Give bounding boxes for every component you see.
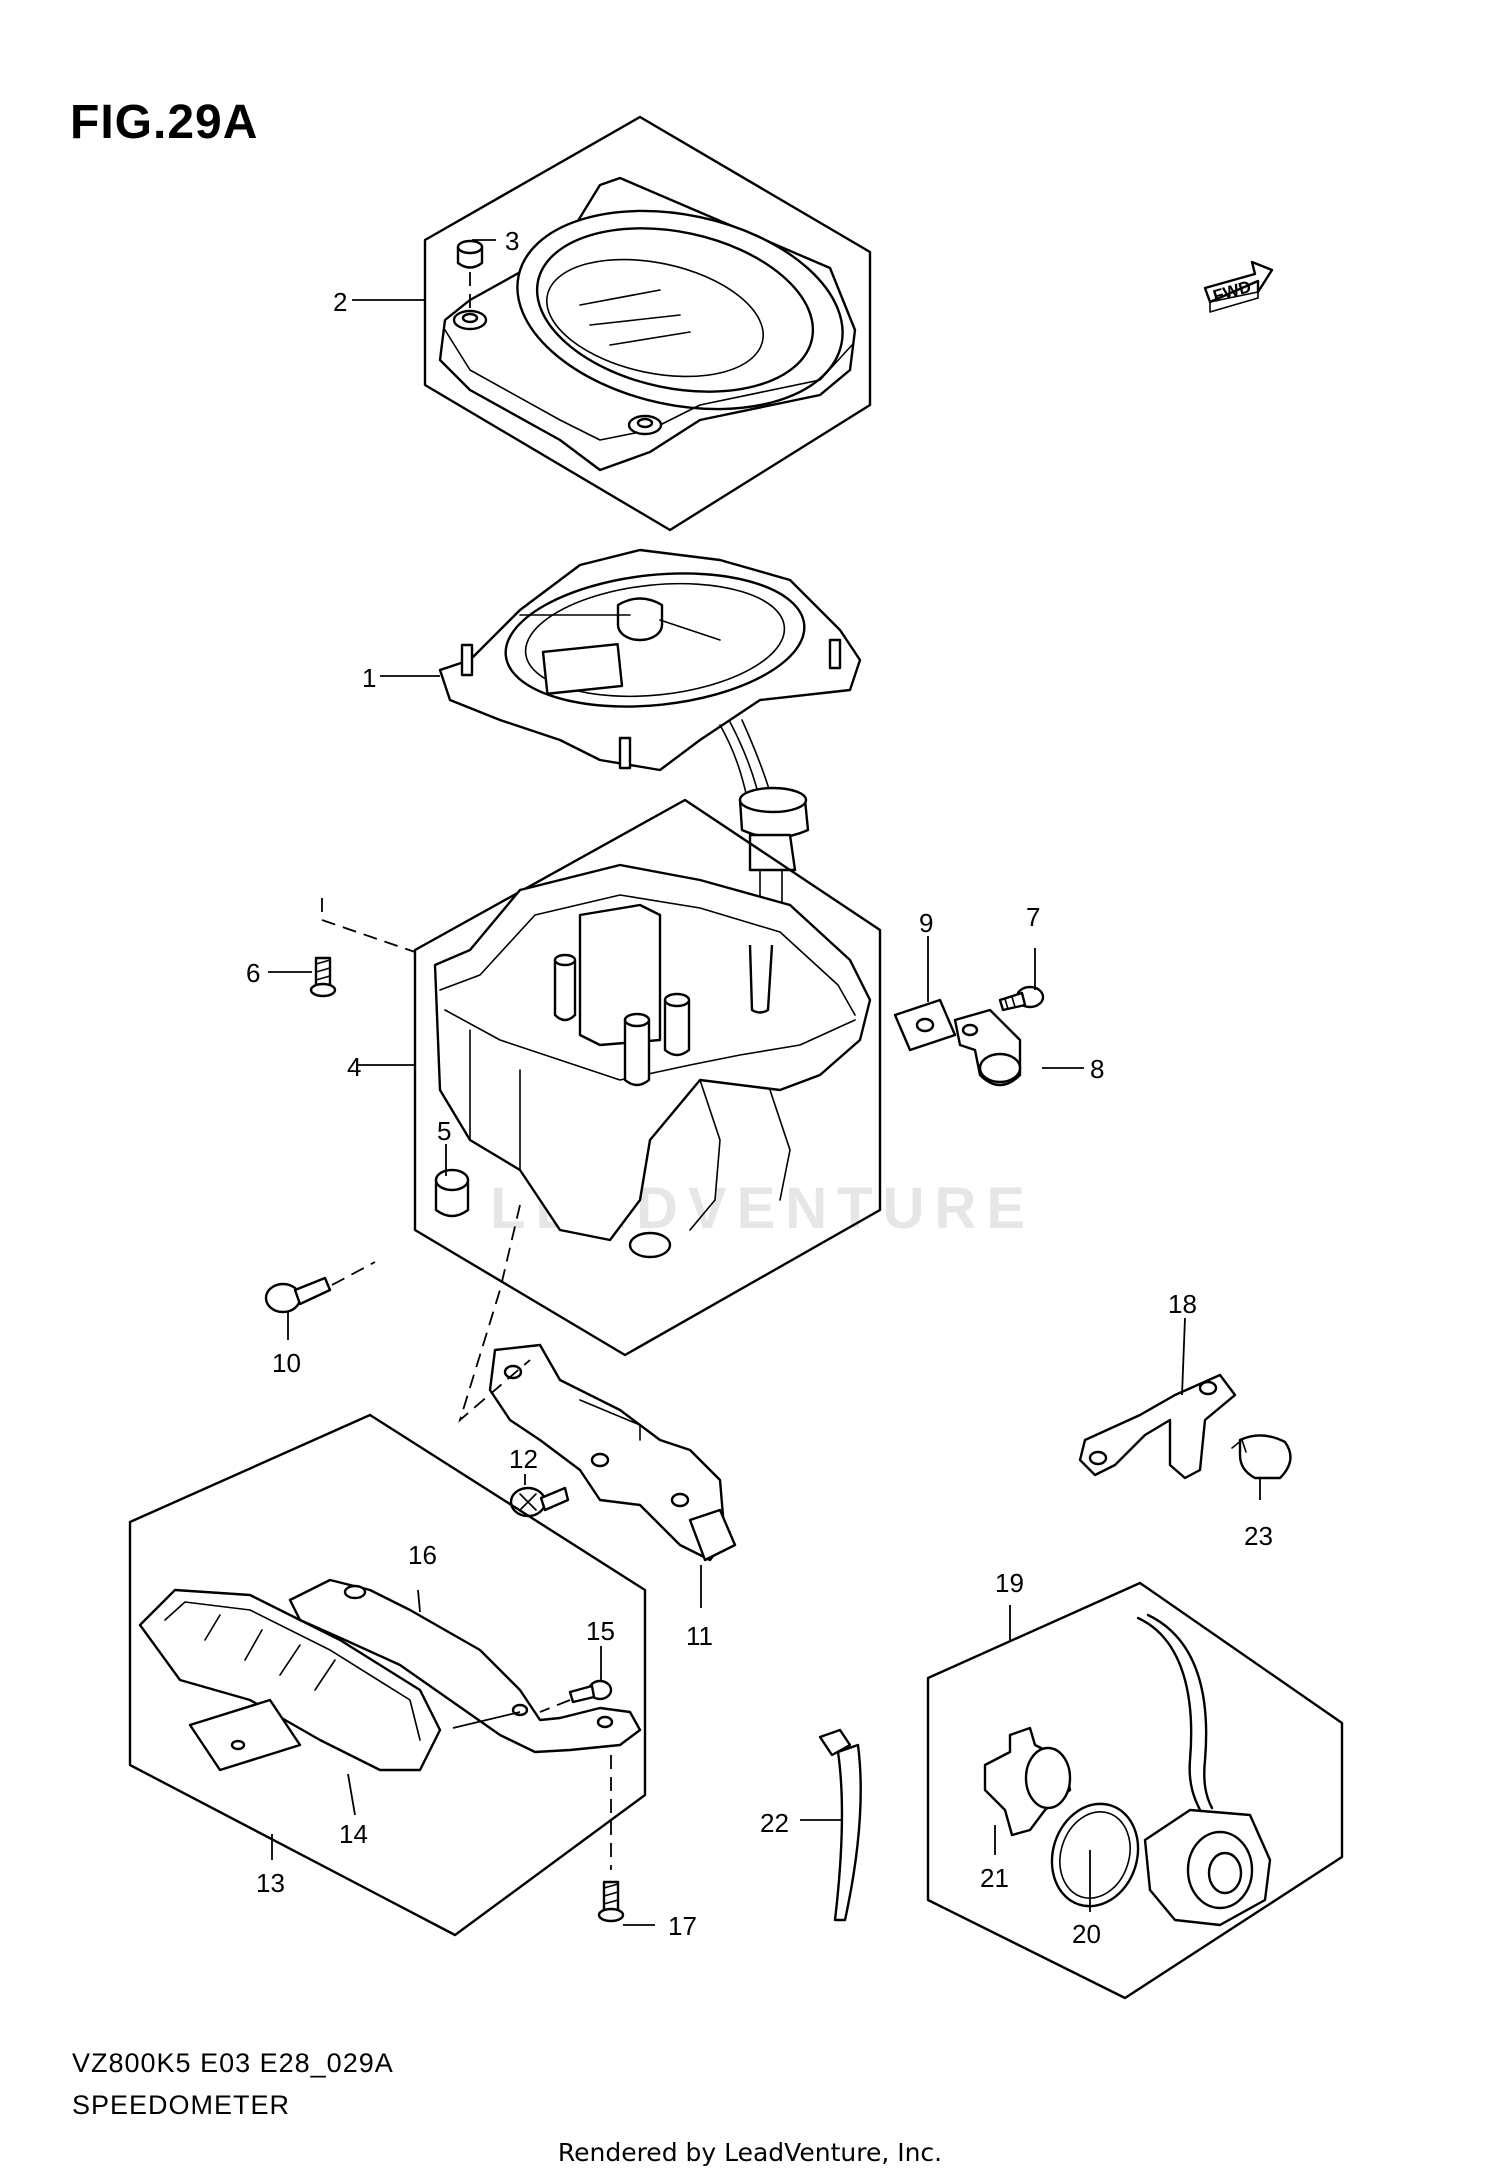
- model-code: VZ800K5 E03 E28_029A: [72, 2048, 394, 2078]
- footer-credit: Rendered by LeadVenture, Inc.: [557, 2138, 943, 2167]
- callout-23: 23: [1244, 1521, 1273, 1551]
- group-frame-indicator: [128, 1413, 647, 1937]
- part-10-screw: [264, 1261, 376, 1314]
- part-4-meter-case: [433, 863, 872, 1259]
- part-16-indicator-plate: [288, 1578, 642, 1754]
- callout-12: 12: [509, 1444, 538, 1474]
- part-20-o-ring: [1050, 1802, 1140, 1908]
- callout-20: 20: [1072, 1919, 1101, 1949]
- callout-15: 15: [586, 1616, 615, 1646]
- part-9-clip: [893, 998, 957, 1052]
- part-8-clamp: [953, 1008, 1022, 1087]
- group-frame-sensor: [926, 1581, 1344, 2000]
- figure-title: FIG.29A: [70, 96, 259, 149]
- group-frame-case: [413, 798, 882, 1357]
- callout-2: 2: [333, 287, 347, 317]
- part-14-indicator-lens: [138, 1588, 442, 1772]
- part-12-bolt: [509, 1486, 570, 1518]
- callout-16: 16: [408, 1540, 437, 1570]
- callout-19: 19: [995, 1568, 1024, 1598]
- part-1-meter-assembly: [438, 548, 862, 967]
- callout-13: 13: [256, 1868, 285, 1898]
- callout-5: 5: [437, 1116, 451, 1146]
- figure-name: SPEEDOMETER: [72, 2090, 291, 2120]
- part-6-screw: [309, 898, 416, 998]
- callout-1: 1: [362, 663, 376, 693]
- callout-14: 14: [339, 1819, 368, 1849]
- part-15-screw: [539, 1679, 613, 1713]
- callout-10: 10: [272, 1348, 301, 1378]
- fwd-arrow-icon: FWD: [1203, 260, 1274, 313]
- callout-6: 6: [246, 958, 260, 988]
- part-17-screw: [597, 1755, 625, 1923]
- callout-21: 21: [980, 1863, 1009, 1893]
- callout-9: 9: [919, 908, 933, 938]
- callout-17: 17: [668, 1911, 697, 1941]
- callout-18: 18: [1168, 1289, 1197, 1319]
- part-23-clamp: [1231, 1434, 1292, 1480]
- callout-8: 8: [1090, 1054, 1104, 1084]
- callout-7: 7: [1026, 902, 1040, 932]
- part-3-grommet: [456, 239, 484, 310]
- part-11-bracket: [458, 1204, 737, 1562]
- callout-3: 3: [505, 226, 519, 256]
- callout-11: 11: [686, 1621, 713, 1651]
- callout-22: 22: [760, 1808, 789, 1838]
- part-18-bracket: [1078, 1373, 1237, 1480]
- sensor-body: [1136, 1613, 1272, 1927]
- part-5-grommet: [434, 1168, 470, 1218]
- leader-lines: [268, 239, 1261, 1926]
- part-22-cable-tie: [818, 1728, 862, 1922]
- part-7-screw: [998, 985, 1045, 1012]
- part-2-meter-cover: [438, 176, 857, 472]
- group-frame-cover: [423, 115, 872, 532]
- part-21-sensor-holder: [983, 1726, 1072, 1837]
- callout-4: 4: [347, 1052, 361, 1082]
